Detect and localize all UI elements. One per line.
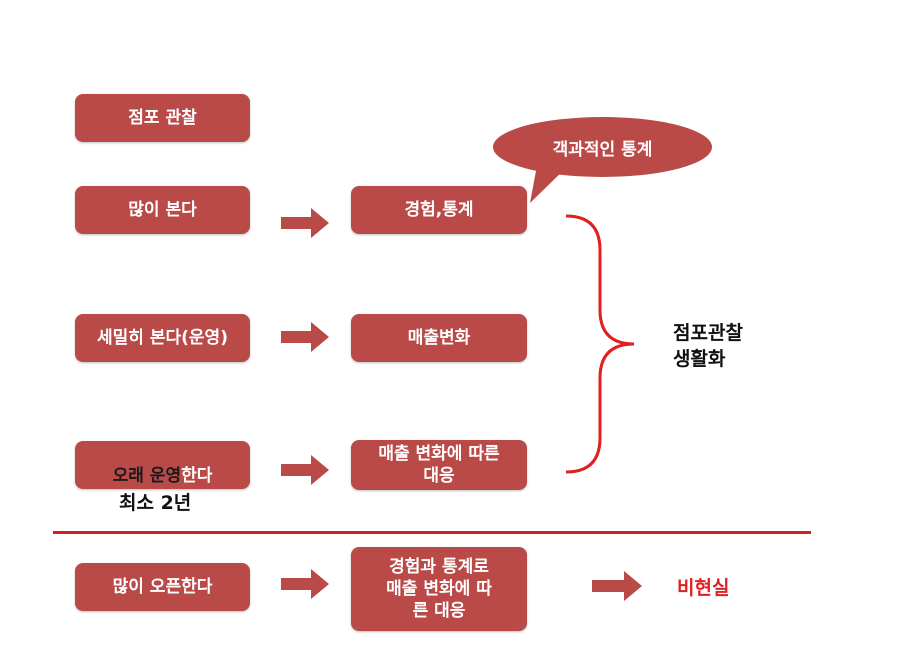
box-sales-change: 매출변화 (351, 314, 527, 362)
conclusion-text: 점포관찰 생활화 (673, 322, 743, 370)
arrow-right-icon (281, 569, 329, 599)
box-operate-long-label: 오래 운영한다 (113, 443, 213, 487)
box-operate-long-suffix: 한다 (181, 466, 213, 486)
arrow-right-icon (281, 208, 329, 238)
box-see-closely-label: 세밀히 본다(운영) (97, 328, 228, 348)
box-see-closely: 세밀히 본다(운영) (75, 314, 250, 362)
box-respond-with-experience: 경험과 통계로 매출 변화에 따 른 대응 (351, 547, 527, 631)
speech-bubble: 객과적인 통계 (493, 117, 712, 177)
arrow-right-icon (281, 322, 329, 352)
box-respond-with-experience-label: 경험과 통계로 매출 변화에 따 른 대응 (386, 557, 492, 621)
box-experience-stats-label: 경험,통계 (404, 200, 474, 220)
box-operate-long: 오래 운영한다 (75, 441, 250, 489)
box-operate-long-prefix: 오래 운영 (112, 466, 182, 486)
arrow-right-icon (592, 571, 642, 601)
box-see-a-lot-label: 많이 본다 (128, 200, 197, 220)
curly-brace-icon (565, 214, 635, 474)
unrealistic-label: 비현실 (677, 577, 730, 599)
box-experience-stats: 경험,통계 (351, 186, 527, 234)
box-open-many: 많이 오픈한다 (75, 563, 250, 611)
box-respond-to-sales-label: 매출 변화에 따른 대응 (378, 444, 500, 486)
box-open-many-label: 많이 오픈한다 (112, 577, 213, 597)
arrow-right-icon (281, 455, 329, 485)
box-respond-to-sales: 매출 변화에 따른 대응 (351, 440, 527, 490)
box-store-observation-label: 점포 관찰 (128, 108, 197, 128)
divider-line (53, 531, 811, 534)
note-minimum-years: 최소 2년 (119, 492, 192, 514)
box-store-observation: 점포 관찰 (75, 94, 250, 142)
box-sales-change-label: 매출변화 (407, 328, 471, 348)
box-see-a-lot: 많이 본다 (75, 186, 250, 234)
speech-bubble-label: 객과적인 통계 (552, 139, 653, 160)
